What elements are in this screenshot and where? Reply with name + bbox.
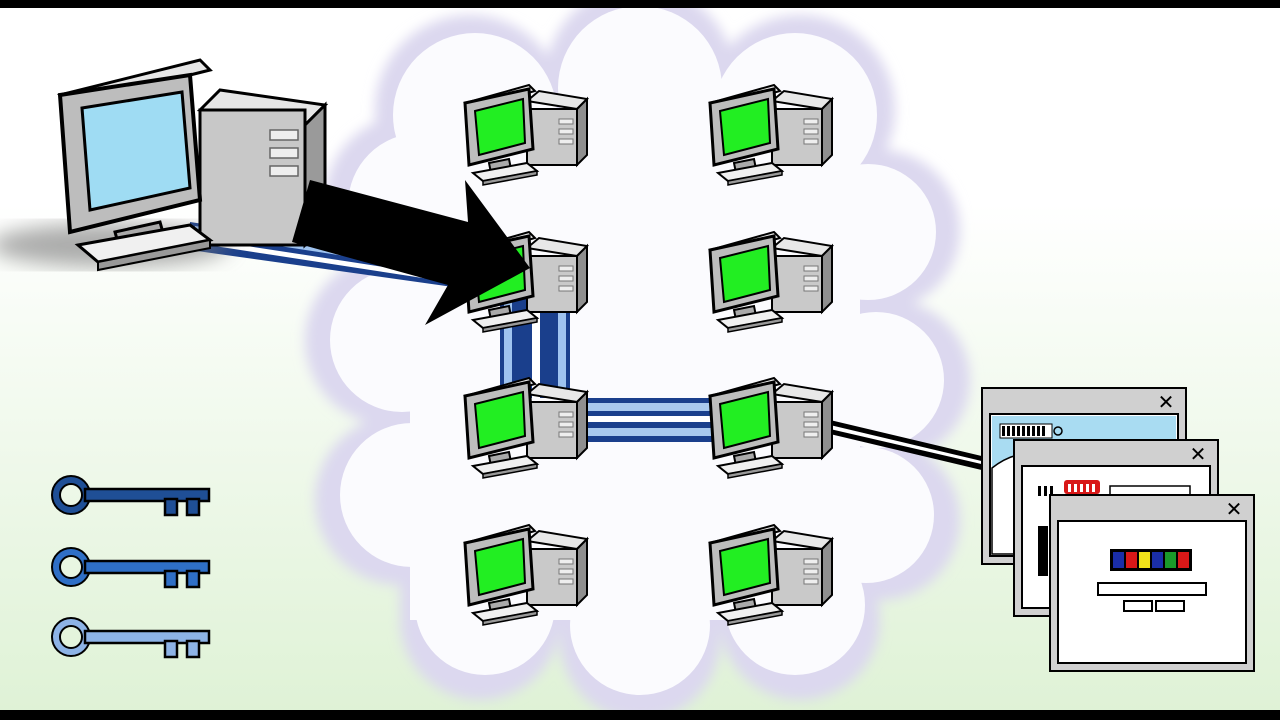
key-icon	[51, 475, 211, 517]
color-swatch	[1165, 552, 1176, 568]
close-icon: ✕	[1190, 442, 1207, 466]
network-node-n4	[708, 230, 835, 333]
cable-node-horizontal	[580, 398, 720, 442]
network-node-n8	[708, 523, 835, 626]
network-node-n1	[463, 83, 590, 186]
key-icon	[51, 617, 211, 659]
arrow-icon	[292, 180, 530, 325]
color-swatch	[1139, 552, 1150, 568]
top-frame	[0, 0, 1280, 8]
network-node-n7	[463, 523, 590, 626]
color-swatch	[1178, 552, 1189, 568]
color-swatch	[1113, 552, 1124, 568]
cable-node-to-windows	[830, 420, 990, 472]
source-computer	[0, 58, 329, 272]
close-icon: ✕	[1158, 390, 1175, 414]
network-node-n5	[463, 376, 590, 479]
browser-window-icon: ✕	[1049, 494, 1255, 672]
bottom-frame	[0, 710, 1280, 720]
color-swatch	[1152, 552, 1163, 568]
color-swatch	[1126, 552, 1137, 568]
network-cloud	[305, 0, 970, 720]
key-icon	[51, 547, 211, 589]
close-icon: ✕	[1226, 497, 1243, 521]
network-node-n2	[708, 83, 835, 186]
network-node-n6	[708, 376, 835, 479]
